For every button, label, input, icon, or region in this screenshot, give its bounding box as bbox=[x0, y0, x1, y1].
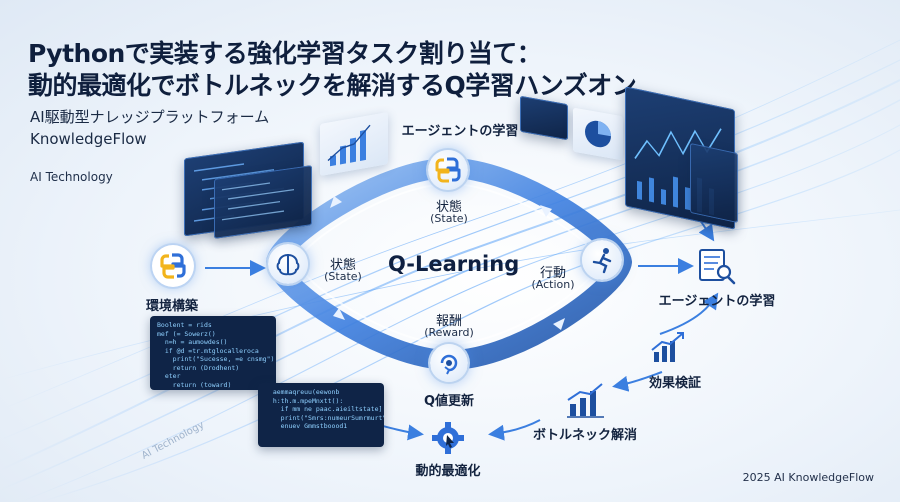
code-snippet-left: Boolent = rids mef (= Sowerz() n=h = aum… bbox=[150, 316, 276, 390]
analytics-panel-side bbox=[690, 142, 738, 224]
q-update-label: Q値更新 bbox=[423, 394, 475, 409]
bottleneck-resolution-label: ボトルネック解消 bbox=[532, 428, 637, 443]
brain-node-left bbox=[268, 244, 308, 284]
document-search-icon bbox=[699, 249, 736, 285]
state-top-sub: (State) bbox=[430, 212, 468, 225]
footer-copyright: 2025 AI KnowledgeFlow bbox=[742, 471, 874, 484]
dynamic-optimization-label: 動的最適化 bbox=[415, 464, 481, 479]
chart-panel-top-left bbox=[320, 112, 388, 176]
dynamic-optimization-node bbox=[428, 418, 468, 458]
action-label: 行動 bbox=[539, 266, 566, 281]
agent-learning-right-label: エージェントの学習 bbox=[658, 294, 776, 309]
action-sub: (Action) bbox=[531, 278, 575, 291]
bottleneck-resolution-node bbox=[564, 380, 608, 420]
state-top-label: 状態 bbox=[435, 200, 462, 215]
python-node-top bbox=[428, 150, 468, 190]
effect-verification-node bbox=[648, 330, 688, 366]
q-update-node bbox=[430, 344, 468, 382]
state-left-label: 状態 bbox=[329, 258, 356, 273]
pie-chart-panel bbox=[573, 107, 623, 161]
python-logo-icon bbox=[160, 253, 186, 279]
title-line-2: 動的最適化でボトルネックを解消するQ学習ハンズオン bbox=[28, 71, 637, 100]
code-panel-front bbox=[214, 165, 312, 239]
reward-sub: (Reward) bbox=[424, 326, 474, 339]
code-lines-icon bbox=[222, 182, 294, 221]
running-person-icon bbox=[592, 248, 612, 274]
effect-verification-label: 効果検証 bbox=[648, 376, 701, 391]
category-tag: AI Technology bbox=[30, 170, 113, 184]
platform-description: AI駆動型ナレッジプラットフォーム bbox=[30, 108, 270, 126]
action-node-right bbox=[582, 240, 622, 280]
brain-icon bbox=[276, 253, 300, 276]
platform-name: KnowledgeFlow bbox=[30, 130, 147, 148]
growth-chart-icon bbox=[651, 332, 684, 362]
agent-learning-right-node bbox=[694, 246, 738, 286]
agent-learning-top-label: エージェントの学習 bbox=[401, 124, 519, 139]
environment-setup-label: 環境構築 bbox=[145, 299, 198, 314]
pie-chart-icon bbox=[585, 120, 611, 148]
bar-growth-icon bbox=[567, 383, 604, 418]
python-logo-icon bbox=[435, 157, 461, 183]
state-left-sub: (State) bbox=[324, 270, 362, 283]
q-refresh-icon bbox=[440, 354, 458, 375]
code-snippet-bottom: aemmaqreuu(eewonb h:th.m.mpeMnxtt(): if … bbox=[258, 383, 384, 447]
reward-label: 報酬 bbox=[435, 314, 462, 329]
q-learning-title: Q-Learning bbox=[388, 252, 520, 276]
title-line-1: Pythonで実装する強化学習タスク割り当て： bbox=[28, 39, 542, 68]
environment-python-bubble bbox=[152, 245, 194, 287]
gear-cursor-icon bbox=[432, 422, 464, 454]
bar-chart-icon bbox=[327, 124, 371, 167]
